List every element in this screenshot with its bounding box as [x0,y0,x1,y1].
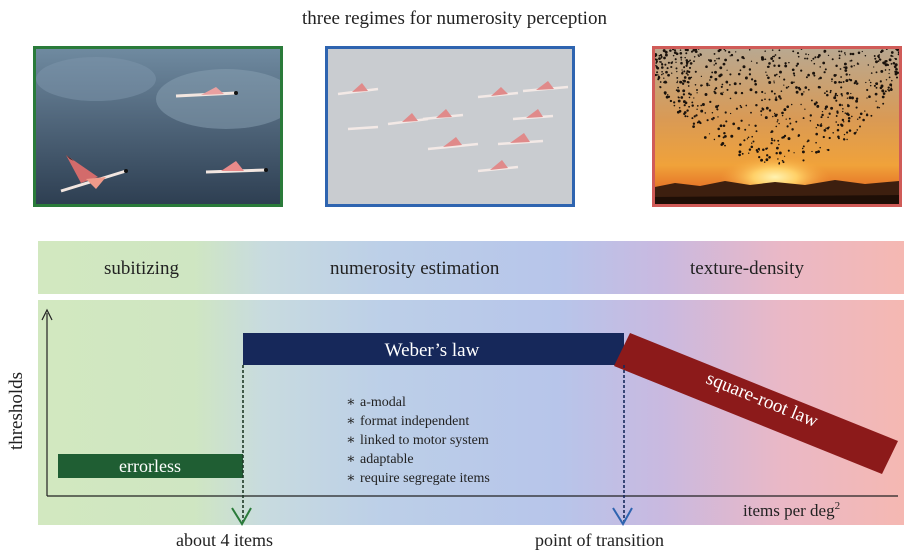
y-axis-label: thresholds [6,372,27,450]
y-axis-arrow-icon [41,308,53,321]
weber-bar [243,333,624,365]
bullet-star-icon: ∗ [346,395,356,410]
regime-label-subitizing: subitizing [104,258,179,279]
property-item: ∗adaptable [346,452,414,467]
x-axis-label: items per deg2 [743,500,840,520]
photo-flock-flamingos [325,46,575,207]
bullet-star-icon: ∗ [346,452,356,467]
about-four-items-label: about 4 items [176,530,273,550]
regime-label-texture: texture-density [690,258,804,279]
property-item: ∗format independent [346,414,470,429]
photo-few-flamingos [33,46,283,207]
property-item: ∗linked to motor system [346,433,489,448]
photo-starling-sunset [652,46,902,207]
weber-label: Weber’s law [385,340,480,361]
transition-arrow-icon [612,507,633,526]
four-items-arrow-icon [231,507,252,526]
bullet-star-icon: ∗ [346,433,356,448]
regime-band [38,241,904,294]
bullet-star-icon: ∗ [346,471,356,486]
square-root-bar [614,333,898,474]
figure-title: three regimes for numerosity perception [302,8,607,29]
errorless-bar [58,454,243,478]
regime-label-numerosity: numerosity estimation [330,258,500,279]
bullet-star-icon: ∗ [346,414,356,429]
weber-properties-list: ∗a-modal ∗format independent ∗linked to … [346,393,490,488]
property-item: ∗require segregate items [346,471,490,486]
property-item: ∗a-modal [346,395,406,410]
transition-label: point of transition [535,530,664,550]
errorless-label: errorless [119,456,181,476]
